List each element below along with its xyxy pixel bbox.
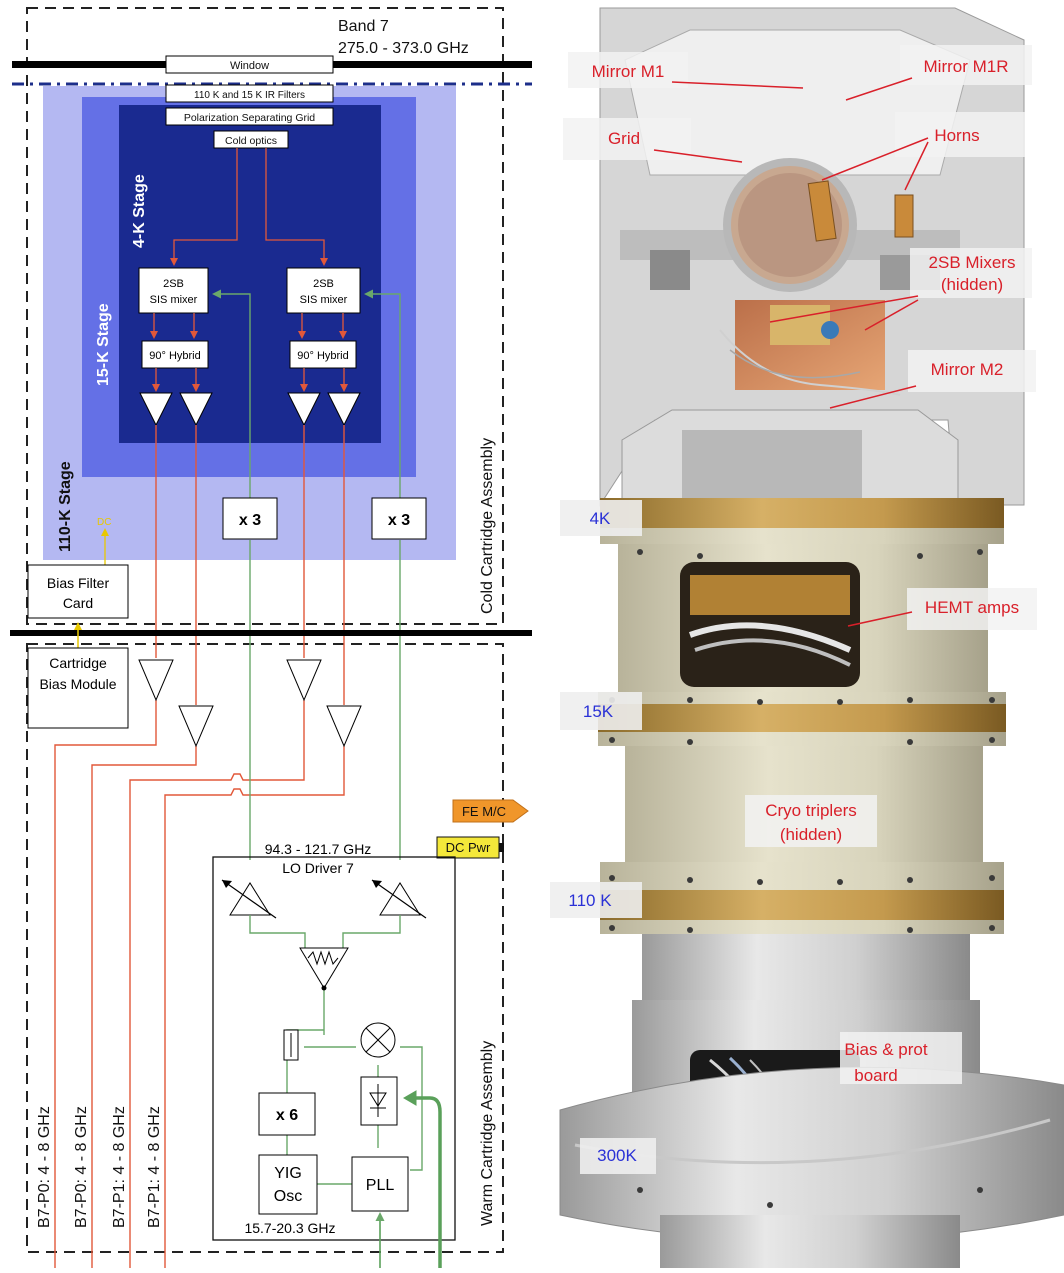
stage-110k-label: 110-K Stage <box>57 461 74 552</box>
yig-line1: YIG <box>274 1165 302 1182</box>
fe-mc-label: FE M/C <box>462 804 506 819</box>
cold-optics-label: Cold optics <box>225 135 277 147</box>
lo-driver-internals <box>221 879 427 1185</box>
mult6-box <box>258 1092 316 1136</box>
ring-15k <box>598 704 1006 734</box>
band-range: 275.0 - 373.0 GHz <box>338 40 469 57</box>
ring-110k <box>600 890 1004 922</box>
label-horns: Horns <box>934 126 979 145</box>
mixer-right: 2SB SIS mixer <box>286 267 361 314</box>
bias-filter-line1: Bias Filter <box>47 575 110 591</box>
temp-15k: 15K <box>583 702 614 721</box>
grid-label: Polarization Separating Grid <box>184 112 315 124</box>
if-output-1: B7-P0: 4 - 8 GHz <box>36 1106 53 1228</box>
filters-box <box>165 84 334 103</box>
separator-bar <box>10 630 532 636</box>
tripler-left-label: x 3 <box>239 512 261 529</box>
hybrid-right <box>289 340 357 369</box>
lo-driver-box <box>212 856 456 1241</box>
mixer-right-line1: 2SB <box>313 278 334 290</box>
temp-110k: 110 K <box>568 891 612 910</box>
cold-amplifiers <box>139 392 361 427</box>
label-hemt: HEMT amps <box>925 598 1019 617</box>
cold-assembly-frame <box>26 7 504 625</box>
bias-module-line2: Bias Module <box>39 676 116 692</box>
cold-assembly-label: Cold Cartridge Assembly <box>479 438 496 614</box>
warm-amplifiers <box>138 659 362 748</box>
mult6-label: x 6 <box>276 1107 298 1124</box>
temp-4k: 4K <box>590 509 611 528</box>
grid-box <box>165 107 334 126</box>
ring-4k <box>600 498 1004 530</box>
yig-freq: 15.7-20.3 GHz <box>244 1220 335 1236</box>
cold-optics-box <box>213 130 289 149</box>
cartridge-photo: Mirror M1 Mirror M1R Grid Horns 2SB Mixe… <box>546 0 1064 1268</box>
mixer-left: 2SB SIS mixer <box>138 267 209 314</box>
temperature-labels: 4K 15K 110 K 300K <box>550 500 656 1174</box>
label-triplers-line2: (hidden) <box>780 825 842 844</box>
label-grid: Grid <box>608 129 640 148</box>
if-output-4: B7-P1: 4 - 8 GHz <box>146 1106 163 1228</box>
temp-300k: 300K <box>597 1146 637 1165</box>
tripler-left: x 3 <box>222 497 278 540</box>
lo-driver-label: LO Driver 7 <box>282 860 354 876</box>
dc-pwr-label: DC Pwr <box>446 840 491 855</box>
mixer-right-line2: SIS mixer <box>300 294 348 306</box>
label-mixers-line2: (hidden) <box>941 275 1003 294</box>
bias-module-line1: Cartridge <box>49 655 107 671</box>
warm-assembly-label: Warm Cartridge Assembly <box>479 1041 496 1226</box>
label-mirror-m1r: Mirror M1R <box>924 57 1009 76</box>
bias-module <box>27 647 129 729</box>
dc-label: DC <box>97 517 111 528</box>
pll-box <box>351 1156 409 1212</box>
band-title: Band 7 <box>338 18 389 35</box>
stage-15k-label: 15-K Stage <box>95 303 112 386</box>
label-mirror-m2: Mirror M2 <box>931 360 1004 379</box>
pll-inputs <box>375 1090 442 1268</box>
yig-line2: Osc <box>274 1188 302 1205</box>
label-mixers-line1: 2SB Mixers <box>929 253 1016 272</box>
photo-labels: Mirror M1 Mirror M1R Grid Horns 2SB Mixe… <box>563 45 1037 1085</box>
if-output-2: B7-P0: 4 - 8 GHz <box>73 1106 90 1228</box>
label-mirror-m1: Mirror M1 <box>592 62 665 81</box>
mixer-left-line1: 2SB <box>163 278 184 290</box>
tripler-right: x 3 <box>371 497 427 540</box>
hybrid-left-label: 90° Hybrid <box>149 350 200 362</box>
bolt-dots <box>609 549 995 1208</box>
tripler-right-label: x 3 <box>388 512 410 529</box>
if-lines <box>54 425 345 1268</box>
bias-filter-line2: Card <box>63 595 93 611</box>
stage-4k-label: 4-K Stage <box>131 174 148 248</box>
yig-box <box>258 1154 318 1215</box>
block-diagram: Band 7 275.0 - 373.0 GHz Window 110 K an… <box>10 7 532 1268</box>
pll-label: PLL <box>366 1177 395 1194</box>
label-bias-line1: Bias & prot <box>844 1040 927 1059</box>
filters-label: 110 K and 15 K IR Filters <box>194 90 305 101</box>
lo-freq: 94.3 - 121.7 GHz <box>265 841 372 857</box>
label-bias-line2: board <box>854 1066 897 1085</box>
beam-line-left <box>170 148 238 266</box>
warm-assembly-frame <box>26 643 504 1253</box>
beam-line-right <box>265 148 328 266</box>
fe-mc-tag <box>452 799 529 823</box>
bias-filter-card <box>27 564 129 619</box>
label-triplers-line1: Cryo triplers <box>765 801 857 820</box>
lo-lines <box>212 289 401 860</box>
window-label: Window <box>230 60 269 72</box>
if-output-3: B7-P1: 4 - 8 GHz <box>111 1106 128 1228</box>
window-box <box>165 55 334 74</box>
hybrid-right-label: 90° Hybrid <box>297 350 348 362</box>
hybrid-left <box>141 340 209 369</box>
mixer-left-line2: SIS mixer <box>150 294 198 306</box>
